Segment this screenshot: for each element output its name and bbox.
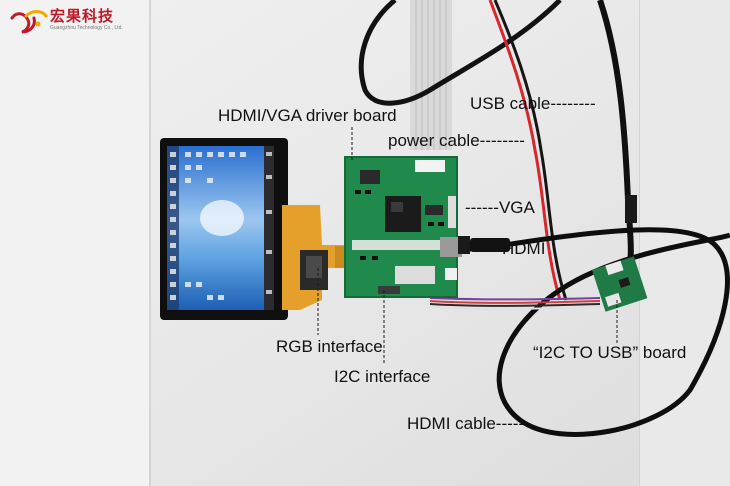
brand-text: 宏果科技 Guangzhou Technology Co., Ltd. [50,7,123,32]
rgb-interface-label: RGB interface [276,337,383,356]
usb-cable-label: USB cable-------- [470,94,596,113]
power-cable-label: power cable-------- [388,131,525,150]
i2c-wires [429,297,601,310]
rgb-flex-cable [282,205,351,310]
driver-board-label: HDMI/VGA driver board [218,106,397,125]
brand-logo-spacer [8,8,48,36]
brand-logo-icon [10,10,48,34]
i2c-usb-board-label: “I2C TO USB” board [533,343,687,362]
i2c-usb-cable [597,0,634,266]
i2c-usb-board [591,256,648,312]
usb-cable [488,0,568,301]
hdmi-plug [458,236,510,254]
i2c-interface-label: I2C interface [334,367,431,386]
hdmi-cable-label: HDMI cable----- [407,414,525,433]
vga-label: ------VGA [465,198,535,217]
cable-ferrite [625,195,637,223]
brand-name: 宏果科技 [50,7,115,25]
lcd-display [160,138,288,320]
callout-leaders [317,127,618,365]
black-cable-loop [358,0,562,106]
driver-board [344,156,462,298]
hdmi-cable-loop [496,227,730,437]
hdmi-label: ---HDMI [485,239,546,258]
brand: 宏果科技 Guangzhou Technology Co., Ltd. [8,8,123,36]
brand-subtitle: Guangzhou Technology Co., Ltd. [50,25,123,31]
ribbon-cable [410,0,452,150]
